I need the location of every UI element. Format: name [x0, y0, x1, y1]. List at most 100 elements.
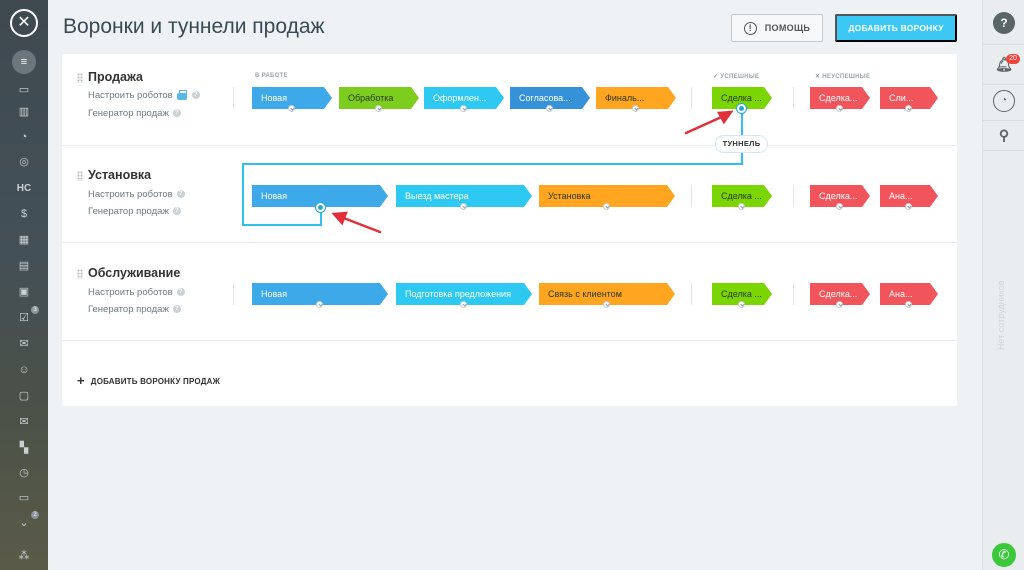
contact-card-icon[interactable]: ▭ — [18, 492, 30, 504]
calendar-icon[interactable]: ▦ — [18, 234, 30, 246]
stage[interactable]: Финаль... — [596, 87, 676, 109]
coins-icon[interactable]: $ — [20, 208, 28, 220]
stage[interactable]: Связь с клиентом — [539, 283, 675, 305]
question-icon[interactable]: ? — [172, 207, 181, 216]
stage-expand-icon[interactable] — [460, 105, 467, 112]
close-icon[interactable]: ✕ — [10, 9, 38, 37]
inbox-icon[interactable]: ▭ — [18, 84, 30, 96]
stage-expand-icon[interactable] — [546, 105, 553, 112]
question-icon[interactable]: ? — [172, 109, 181, 118]
group-icon[interactable]: ☺ — [18, 364, 30, 376]
phone-icon[interactable]: ✆ — [992, 543, 1016, 567]
stage-expand-icon[interactable] — [836, 105, 843, 112]
stage[interactable]: Новая — [252, 185, 388, 207]
robot-icon — [176, 90, 188, 101]
tunnel-start-node[interactable] — [737, 104, 746, 113]
stage-fail[interactable]: Сделка... — [810, 185, 870, 207]
stage-fail[interactable]: Сли... — [880, 87, 938, 109]
stage-expand-icon[interactable] — [632, 105, 639, 112]
sales-generator-link[interactable]: Генератор продаж? — [88, 206, 181, 217]
help-button[interactable]: ! ПОМОЩЬ — [731, 14, 823, 42]
stage-fail[interactable]: Сделка... — [810, 87, 870, 109]
row-divider — [62, 340, 957, 341]
stage-expand-icon[interactable] — [836, 301, 843, 308]
configure-robots-label: Настроить роботов — [88, 90, 173, 101]
stage-expand-icon[interactable] — [905, 203, 912, 210]
document-icon[interactable]: ▣ — [18, 286, 30, 298]
stage-expand-icon[interactable] — [375, 105, 382, 112]
question-icon[interactable]: ? — [191, 91, 200, 100]
stage-expand-icon[interactable] — [460, 301, 467, 308]
stage-expand-icon[interactable] — [905, 105, 912, 112]
drag-handle[interactable] — [77, 73, 83, 83]
drive-icon[interactable]: ▤ — [18, 260, 30, 272]
annotation-arrowhead — [716, 110, 734, 125]
stage[interactable]: Установка — [539, 185, 675, 207]
stage-expand-icon[interactable] — [603, 203, 610, 210]
open-lines-icon[interactable]: ◔ — [993, 90, 1015, 112]
group-label-success: ✓ УСПЕШНЫЕ — [713, 74, 760, 80]
sales-generator-link[interactable]: Генератор продаж? — [88, 108, 181, 119]
tasks-icon[interactable]: ☑ — [19, 312, 29, 324]
question-icon[interactable]: ? — [176, 288, 185, 297]
stage-expand-icon[interactable] — [316, 301, 323, 308]
stage-expand-icon[interactable] — [738, 301, 745, 308]
stage-expand-icon[interactable] — [738, 203, 745, 210]
stage-label: Ана... — [889, 289, 913, 299]
stage-success[interactable]: Сделка ... — [712, 283, 772, 305]
stage-fail[interactable]: Ана... — [880, 185, 938, 207]
stage[interactable]: Согласова... — [510, 87, 590, 109]
help-icon[interactable]: ? — [993, 12, 1015, 34]
add-funnel-button[interactable]: ДОБАВИТЬ ВОРОНКУ — [835, 14, 957, 42]
tunnel-connector — [242, 224, 322, 226]
clock-icon[interactable]: ◔ — [20, 131, 28, 143]
search-icon[interactable]: ⚲ — [998, 127, 1010, 143]
structure-icon[interactable]: ⁂ — [18, 550, 30, 562]
info-icon: ! — [743, 21, 757, 35]
hc-icon[interactable]: НС — [16, 183, 32, 194]
stage[interactable]: Оформлен... — [424, 87, 504, 109]
tunnel-badge[interactable]: ТУННЕЛЬ — [715, 135, 768, 153]
stage[interactable]: Обработка — [339, 87, 419, 109]
tasks-badge: 3 — [31, 306, 39, 314]
feed-icon[interactable]: ▢ — [18, 390, 30, 402]
funnel-name: Продажа — [88, 70, 143, 84]
mail-icon[interactable]: ✉ — [19, 416, 29, 428]
sales-generator-label: Генератор продаж — [88, 206, 169, 217]
stage-expand-icon[interactable] — [460, 203, 467, 210]
chart-icon[interactable]: ▥ — [18, 106, 30, 118]
stage[interactable]: Новая — [252, 283, 388, 305]
question-icon[interactable]: ? — [176, 190, 185, 199]
stage-fail[interactable]: Сделка... — [810, 283, 870, 305]
stage[interactable]: Подготовка предложения — [396, 283, 532, 305]
page-title: Воронки и туннели продаж — [63, 15, 325, 38]
stage-label: Подготовка предложения — [405, 289, 511, 299]
stage-success[interactable]: Сделка ... — [712, 87, 772, 109]
drag-handle[interactable] — [77, 269, 83, 279]
configure-robots-link[interactable]: Настроить роботов? — [88, 189, 185, 200]
question-icon[interactable]: ? — [172, 305, 181, 314]
apps-icon[interactable]: ▚ — [19, 442, 29, 454]
tunnel-end-node[interactable] — [316, 203, 325, 212]
stage-expand-icon[interactable] — [288, 105, 295, 112]
target-icon[interactable]: ◎ — [19, 156, 29, 168]
stage-expand-icon[interactable] — [905, 301, 912, 308]
configure-robots-link[interactable]: Настроить роботов? — [88, 287, 185, 298]
configure-robots-link[interactable]: Настроить роботов? — [88, 90, 200, 101]
zone-bracket — [793, 185, 794, 207]
stage-fail[interactable]: Ана... — [880, 283, 938, 305]
right-sidebar-divider — [983, 44, 1024, 45]
stage-expand-icon[interactable] — [836, 203, 843, 210]
chat-icon[interactable]: ✉ — [19, 338, 29, 350]
time-icon[interactable]: ◷ — [19, 467, 29, 479]
filter-icon[interactable]: ≡ — [12, 50, 36, 74]
stage[interactable]: Новая — [252, 87, 332, 109]
stage-success[interactable]: Сделка ... — [712, 185, 772, 207]
stage[interactable]: Выезд мастера — [396, 185, 532, 207]
sales-generator-link[interactable]: Генератор продаж? — [88, 304, 181, 315]
more-icon[interactable]: ⌄ — [19, 517, 29, 529]
drag-handle[interactable] — [77, 171, 83, 181]
stage-expand-icon[interactable] — [603, 301, 610, 308]
configure-robots-label: Настроить роботов — [88, 287, 173, 298]
add-sales-funnel-button[interactable]: + ДОБАВИТЬ ВОРОНКУ ПРОДАЖ — [77, 374, 220, 387]
